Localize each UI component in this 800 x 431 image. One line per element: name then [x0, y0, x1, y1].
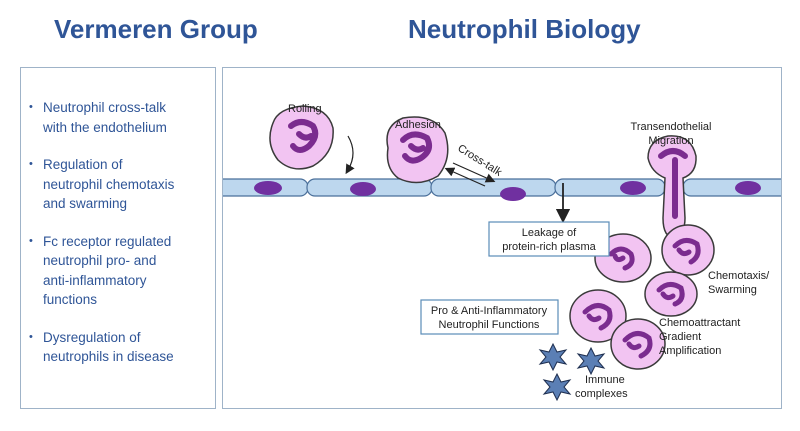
rolling-neutrophil: [269, 105, 334, 170]
endothelial-nucleus: [735, 181, 761, 195]
cross-talk-label: Cross-talk: [455, 142, 504, 179]
chemotaxis-label: Swarming: [708, 284, 757, 296]
neutrophil-diagram: Rolling Adhesion Cross-talk Transendothe…: [223, 103, 781, 402]
immune-complex-icon: [538, 342, 568, 372]
chemoattractant-label: Gradient: [659, 331, 701, 343]
topic-line: anti-inflammatory: [43, 272, 147, 288]
bullet-icon: •: [29, 330, 33, 343]
cross-talk-arrow: [452, 162, 496, 183]
neutrophil-cell: [610, 318, 666, 370]
immune-complexes: [538, 342, 606, 402]
pro-anti-label: Pro & Anti-Inflammatory: [431, 305, 548, 317]
pro-anti-label-box: [420, 299, 559, 335]
rolling-label: Rolling: [288, 103, 322, 115]
leakage-label: Leakage of: [522, 227, 577, 239]
neutrophil-cell: [569, 289, 627, 343]
bullet-icon: •: [29, 158, 33, 170]
adhesion-label: Adhesion: [395, 119, 441, 131]
neutrophil-diagram-panel: Rolling Adhesion Cross-talk Transendothe…: [222, 67, 782, 409]
topic-line: Fc receptor regulated: [43, 233, 172, 249]
endothelial-cell: [554, 178, 666, 197]
topic-line: Neutrophil cross-talk: [43, 100, 167, 115]
transendothelial-label: Migration: [648, 135, 693, 147]
pro-anti-label: Neutrophil Functions: [439, 319, 540, 331]
endothelial-nucleus: [254, 181, 282, 195]
endothelial-cell: [682, 178, 781, 197]
endothelial-nucleus: [620, 181, 646, 195]
research-topics-panel: • Neutrophil cross-talk with the endotheli…: [20, 67, 216, 409]
topic-item: • Neutrophil cross-talk with the endotheli…: [29, 98, 207, 137]
topic-title: Neutrophil Biology: [408, 14, 641, 44]
rolling-arrow: [345, 135, 355, 175]
immune-complex-icon: [576, 346, 606, 376]
chemoattractant-label: Amplification: [659, 345, 721, 357]
topic-line: Regulation of: [43, 157, 123, 172]
leakage-label-box: [488, 221, 610, 257]
adhered-neutrophil: [386, 116, 449, 184]
neutrophil-cell: [661, 224, 715, 276]
topic-line: Dysregulation of: [43, 329, 141, 345]
endothelium: [223, 178, 781, 201]
group-title: Vermeren Group: [54, 14, 258, 44]
chemoattractant-label: Chemoattractant: [659, 317, 740, 329]
endothelial-cell: [430, 178, 557, 197]
transmigrating-neutrophil: [647, 135, 697, 239]
topic-line: neutrophil chemotaxis: [43, 176, 175, 192]
cross-talk-arrow: [444, 167, 486, 187]
topic-list: • Neutrophil cross-talk with the endotheli…: [21, 68, 215, 367]
chemotaxis-label: Chemotaxis/: [708, 270, 770, 282]
topic-line: neutrophil pro- and: [43, 253, 157, 268]
topic-line: functions: [43, 292, 98, 307]
topic-line: with the endothelium: [43, 119, 167, 135]
leakage-label: protein-rich plasma: [502, 241, 596, 253]
endothelial-nucleus: [350, 182, 376, 196]
endothelial-nucleus: [500, 187, 526, 201]
neutrophil-cell: [644, 271, 698, 317]
topic-item: • Dysregulation of neutrophils in disease: [29, 328, 207, 367]
immune-complexes-label: Immune: [585, 374, 625, 386]
transendothelial-label: Transendothelial: [631, 121, 712, 133]
immune-complexes-label: complexes: [575, 388, 628, 400]
immune-complex-icon: [542, 372, 572, 402]
bullet-icon: •: [29, 101, 33, 113]
topic-line: and swarming: [43, 196, 128, 211]
topic-item: • Fc receptor regulated neutrophil pro- an…: [29, 232, 207, 310]
bullet-icon: •: [29, 234, 33, 247]
topic-item: • Regulation of neutrophil chemotaxis and s…: [29, 155, 207, 214]
topic-line: neutrophils in disease: [43, 349, 174, 364]
